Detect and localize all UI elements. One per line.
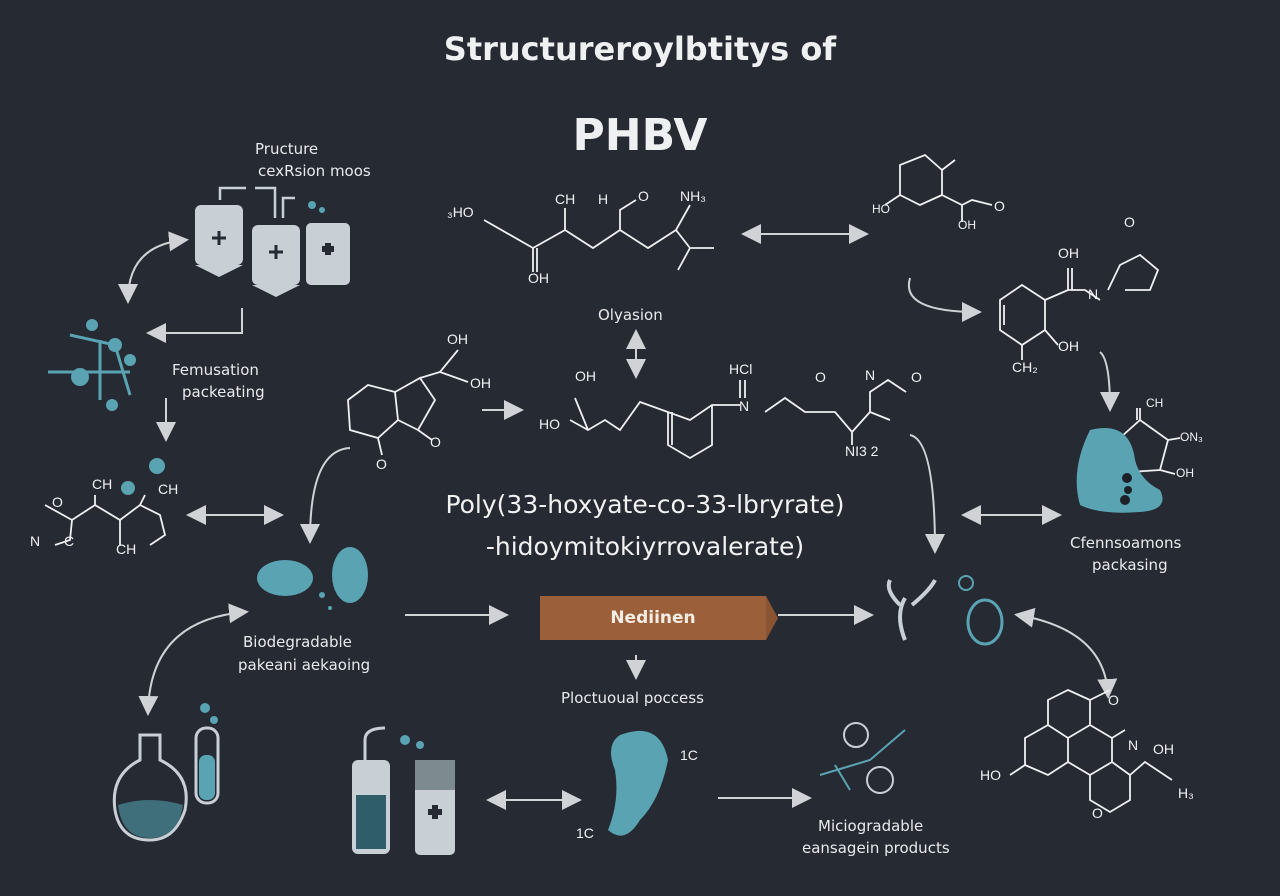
atom-label: CH	[92, 476, 113, 492]
label-products: eansagein products	[802, 839, 950, 857]
atom-label: O	[1108, 692, 1119, 708]
atom-label: N	[1088, 286, 1099, 302]
atom-label: N	[30, 533, 41, 549]
atom-label: O	[430, 434, 441, 450]
atom-label: N	[865, 367, 876, 383]
atom-label: OH	[470, 375, 491, 391]
atom-label: ON₃	[1180, 430, 1203, 444]
atom-label: CH	[158, 481, 179, 497]
label-pakeani: pakeani aekaoing	[238, 656, 371, 674]
microbe-blob-icon	[608, 730, 668, 836]
chemical-structures	[44, 153, 1181, 814]
atom-label: CH₂	[1012, 359, 1038, 375]
atom-label: ₃HO	[447, 204, 474, 220]
label-packeating: packeating	[182, 383, 265, 401]
atom-label: O	[376, 456, 387, 472]
bottle-icons	[352, 726, 455, 855]
atom-label: O	[638, 188, 649, 204]
blob-molecule-icon	[1076, 428, 1163, 513]
atom-label: HO	[872, 202, 890, 216]
atom-label: 1C	[680, 747, 698, 763]
atom-label: O	[52, 494, 63, 510]
atom-label: OH	[1058, 245, 1079, 261]
label-packasing: packasing	[1092, 556, 1168, 574]
atom-label: O	[1124, 214, 1135, 230]
molecule-network-icon	[819, 722, 906, 794]
label-olyasion: Olyasion	[598, 306, 663, 324]
atom-label: HCl	[729, 361, 753, 377]
atom-label: OH	[958, 218, 976, 232]
label-miciogradable: Miciogradable	[818, 817, 924, 835]
label-pructure: Pructure	[255, 140, 319, 158]
atom-label: OH	[575, 368, 596, 384]
molecule-cluster-icon	[48, 319, 165, 495]
atom-label: HO	[539, 416, 560, 432]
atom-label: OH	[1176, 466, 1194, 480]
atom-label: O	[815, 369, 826, 385]
atom-label: CH	[555, 191, 576, 207]
organism-icons	[886, 575, 1004, 646]
atom-label: CH	[1146, 396, 1164, 410]
atom-label: H₃	[1178, 785, 1194, 801]
label-cfennsoamons: Cfennsoamons	[1070, 534, 1182, 552]
atom-label: O	[1092, 805, 1103, 821]
bacteria-icon	[257, 547, 368, 610]
title-line-1: Structureroylbtitys of	[443, 30, 837, 68]
nediinen-step-box: Nediinen	[540, 596, 778, 640]
fermenter-tanks-icon	[195, 186, 350, 297]
atom-label: OH	[447, 331, 468, 347]
polymer-name-line-2: -hidoymitokiyrrovalerate)	[485, 532, 805, 561]
atom-label: N	[739, 398, 750, 414]
atom-label: NI3 2	[845, 443, 879, 459]
flow-arrows	[118, 224, 1120, 810]
atom-label: C	[64, 533, 75, 549]
atom-label: O	[994, 198, 1005, 214]
atom-label: HO	[980, 767, 1001, 783]
atom-label: NH₃	[680, 188, 706, 204]
label-biodegradable: Biodegradable	[243, 633, 352, 651]
label-cexrsion: cexRsion moos	[258, 162, 371, 180]
atom-label: CH	[116, 541, 137, 557]
label-femusation: Femusation	[172, 361, 259, 379]
label-process: Ploctuoual poccess	[561, 689, 704, 707]
atom-label: OH	[1153, 741, 1174, 757]
flask-icon	[112, 703, 220, 842]
atom-label: O	[911, 369, 922, 385]
atom-label: OH	[1058, 338, 1079, 354]
title-line-2: PHBV	[572, 110, 708, 161]
atom-label: N	[1128, 737, 1139, 753]
polymer-name-line-1: Poly(33-hoxyate-co-33-lbryrate)	[445, 490, 845, 519]
atom-label: OH	[528, 270, 549, 286]
atom-label: H	[598, 191, 609, 207]
atom-label: 1C	[576, 825, 594, 841]
